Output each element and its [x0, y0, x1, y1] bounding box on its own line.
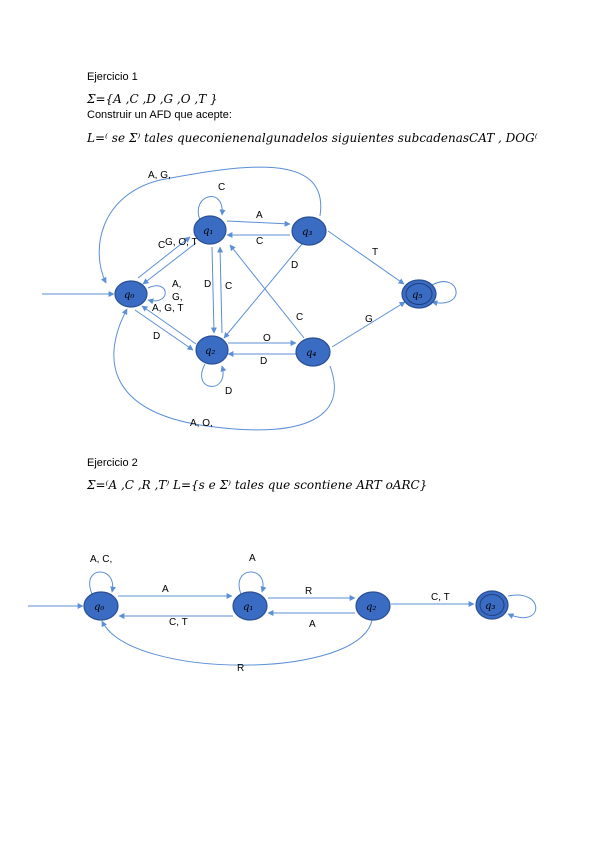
edge-q3-q5: [327, 230, 405, 285]
edge2-q2-q0: [101, 619, 373, 666]
label-q4-q2: D: [260, 356, 267, 367]
label-q3-q5: T: [372, 247, 378, 258]
label-q4-q0-bottom: A, O,: [190, 418, 213, 429]
ex2-title: Ejercicio 2: [87, 457, 138, 469]
state2-q0-label: q₀: [94, 602, 104, 613]
edge-q4-q5: [331, 301, 406, 348]
state-q1-label: q₁: [203, 226, 213, 237]
label-q3-q2: D: [291, 260, 298, 271]
state2-q2-label: q₂: [366, 602, 376, 613]
edge2-q1-loop: [238, 571, 267, 595]
state-q2-label: q₂: [205, 346, 215, 357]
label2-q2-q1: A: [309, 619, 316, 630]
label-q0-q1: C: [158, 240, 165, 251]
edge-q4-q0-bottom: [113, 308, 335, 431]
label-q1-q2: D: [204, 279, 211, 290]
state2-q3-label: q₃: [485, 601, 495, 612]
label-q1-q3: A: [256, 210, 263, 221]
edge-q1-q3: [226, 220, 291, 227]
label-q2-q4: O: [263, 333, 271, 344]
label-q0-loop: A,: [172, 279, 181, 290]
edge-q2-q1: [217, 246, 224, 334]
edge-q1-q0: [142, 242, 197, 285]
label-q2-loop: D: [225, 386, 232, 397]
ex1-language: L=⁽ se Σ⁾ tales queconienenalgunadelos s…: [87, 131, 538, 145]
label-q1-loop: C: [218, 182, 225, 193]
edge-q2-loop: [201, 363, 227, 387]
state-q4: q₄: [295, 337, 331, 367]
state-q3: q₃: [291, 216, 327, 246]
edge-q5-loop: [431, 281, 457, 307]
state-q0: q₀: [114, 280, 148, 308]
diagram-2: A, C, A C, T A R A C, T R q₀ q₁: [28, 553, 537, 674]
label-q1-q0: G, O, T: [165, 237, 198, 248]
label-q2-q0: A, G, T: [152, 303, 184, 314]
edge-q4-q1: [229, 244, 305, 339]
state2-q2: q₂: [355, 591, 391, 621]
state-q3-label: q₃: [302, 227, 312, 238]
edge-q2-q0: [141, 305, 197, 345]
edge-q0-loop: [147, 285, 166, 305]
ex2-definition: Σ=⁽A ,C ,R ,T⁾ L={s e Σ⁾ tales que scont…: [87, 478, 428, 492]
state2-q3-accepting: q₃: [475, 590, 509, 620]
ex1-title: Ejercicio 1: [87, 71, 138, 83]
edge-q3-q2: [223, 243, 303, 339]
label2-q2-q3: C, T: [431, 592, 450, 603]
state-q4-label: q₄: [306, 348, 316, 359]
label-q0-loop-2: G,: [172, 292, 183, 303]
label-q4-q5: G: [365, 314, 373, 325]
label2-q2-q0: R: [237, 663, 244, 674]
edge2-q0-loop: [89, 571, 117, 595]
edge-q1-loop: [197, 196, 226, 221]
edge-q3-q0-top: [98, 166, 322, 284]
edge2-q3-loop: [507, 594, 537, 619]
ex1-instruction: Construir un AFD que acepte:: [87, 109, 232, 121]
label-q3-q0-top: A, G,: [148, 170, 171, 181]
label2-q1-q0: C, T: [169, 617, 188, 628]
state-q5-label: q₅: [412, 290, 422, 301]
state-q0-label: q₀: [124, 290, 134, 301]
state-q5-accepting: q₅: [401, 279, 437, 309]
diagram-1: C C G, O, T A, G, A, G, T D A C D C D C: [42, 166, 457, 431]
label2-q0-loop: A, C,: [90, 554, 112, 565]
label-q3-q1: C: [256, 236, 263, 247]
state-q2: q₂: [195, 335, 229, 365]
label-q4-q1: C: [296, 312, 303, 323]
state-q1: q₁: [193, 215, 227, 245]
state2-q1: q₁: [232, 591, 268, 621]
edge-q1-q2: [210, 246, 217, 334]
label2-q0-q1: A: [162, 584, 169, 595]
edge-q0-q1: [137, 236, 191, 279]
label-q2-q1: C: [225, 281, 232, 292]
state2-q1-label: q₁: [243, 602, 253, 613]
edge-q0-q2: [134, 309, 194, 351]
state2-q0: q₀: [83, 591, 119, 621]
label2-q1-loop: A: [249, 553, 256, 564]
ex1-alphabet: Σ={A ,C ,D ,G ,O ,T }: [87, 92, 218, 106]
label-q0-q2: D: [153, 331, 160, 342]
label2-q1-q2: R: [305, 586, 312, 597]
